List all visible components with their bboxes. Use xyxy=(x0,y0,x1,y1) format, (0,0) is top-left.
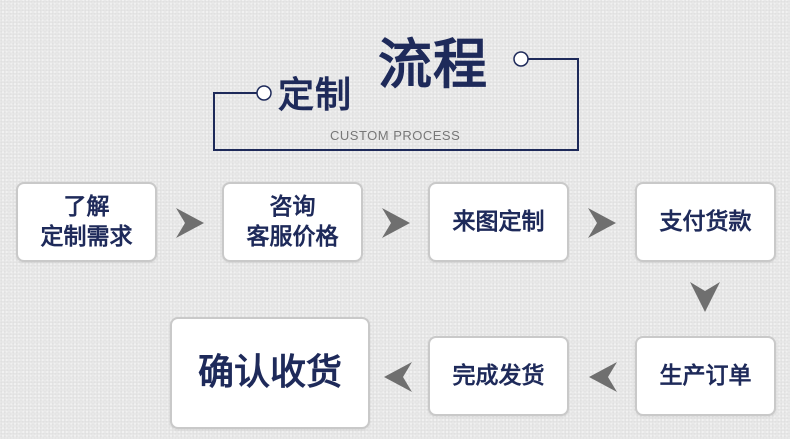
title-small: 定制 xyxy=(278,75,353,116)
arrow-right-icon xyxy=(176,208,204,238)
step-box-4: 支付货款 xyxy=(635,182,776,262)
step-1-line-2: 定制需求 xyxy=(40,224,133,250)
step-box-6: 完成发货 xyxy=(428,336,569,416)
step-box-2: 咨询 客服价格 xyxy=(222,182,363,262)
arrow-left-icon xyxy=(384,362,412,392)
step-6-line-1: 完成发货 xyxy=(452,363,545,389)
page-title: 流程 xyxy=(378,33,488,96)
arrow-left-icon xyxy=(589,362,617,392)
left-ring-icon xyxy=(256,85,272,101)
step-2-line-2: 客服价格 xyxy=(246,224,339,250)
step-5-line-1: 生产订单 xyxy=(659,363,752,389)
step-4-line-1: 支付货款 xyxy=(659,209,752,235)
right-ring-icon xyxy=(513,51,529,67)
subtitle: CUSTOM PROCESS xyxy=(330,128,461,143)
arrow-right-icon xyxy=(382,208,410,238)
step-3-line-1: 来图定制 xyxy=(452,209,545,235)
step-box-5: 生产订单 xyxy=(635,336,776,416)
step-1-line-1: 了解 xyxy=(63,194,110,220)
step-box-1: 了解 定制需求 xyxy=(16,182,157,262)
arrow-down-icon xyxy=(690,282,720,312)
step-box-7: 确认收货 xyxy=(170,317,370,429)
arrow-right-icon xyxy=(588,208,616,238)
header-frame xyxy=(213,51,579,151)
step-7-line-1: 确认收货 xyxy=(197,352,342,393)
step-2-line-1: 咨询 xyxy=(269,194,316,220)
step-box-3: 来图定制 xyxy=(428,182,569,262)
